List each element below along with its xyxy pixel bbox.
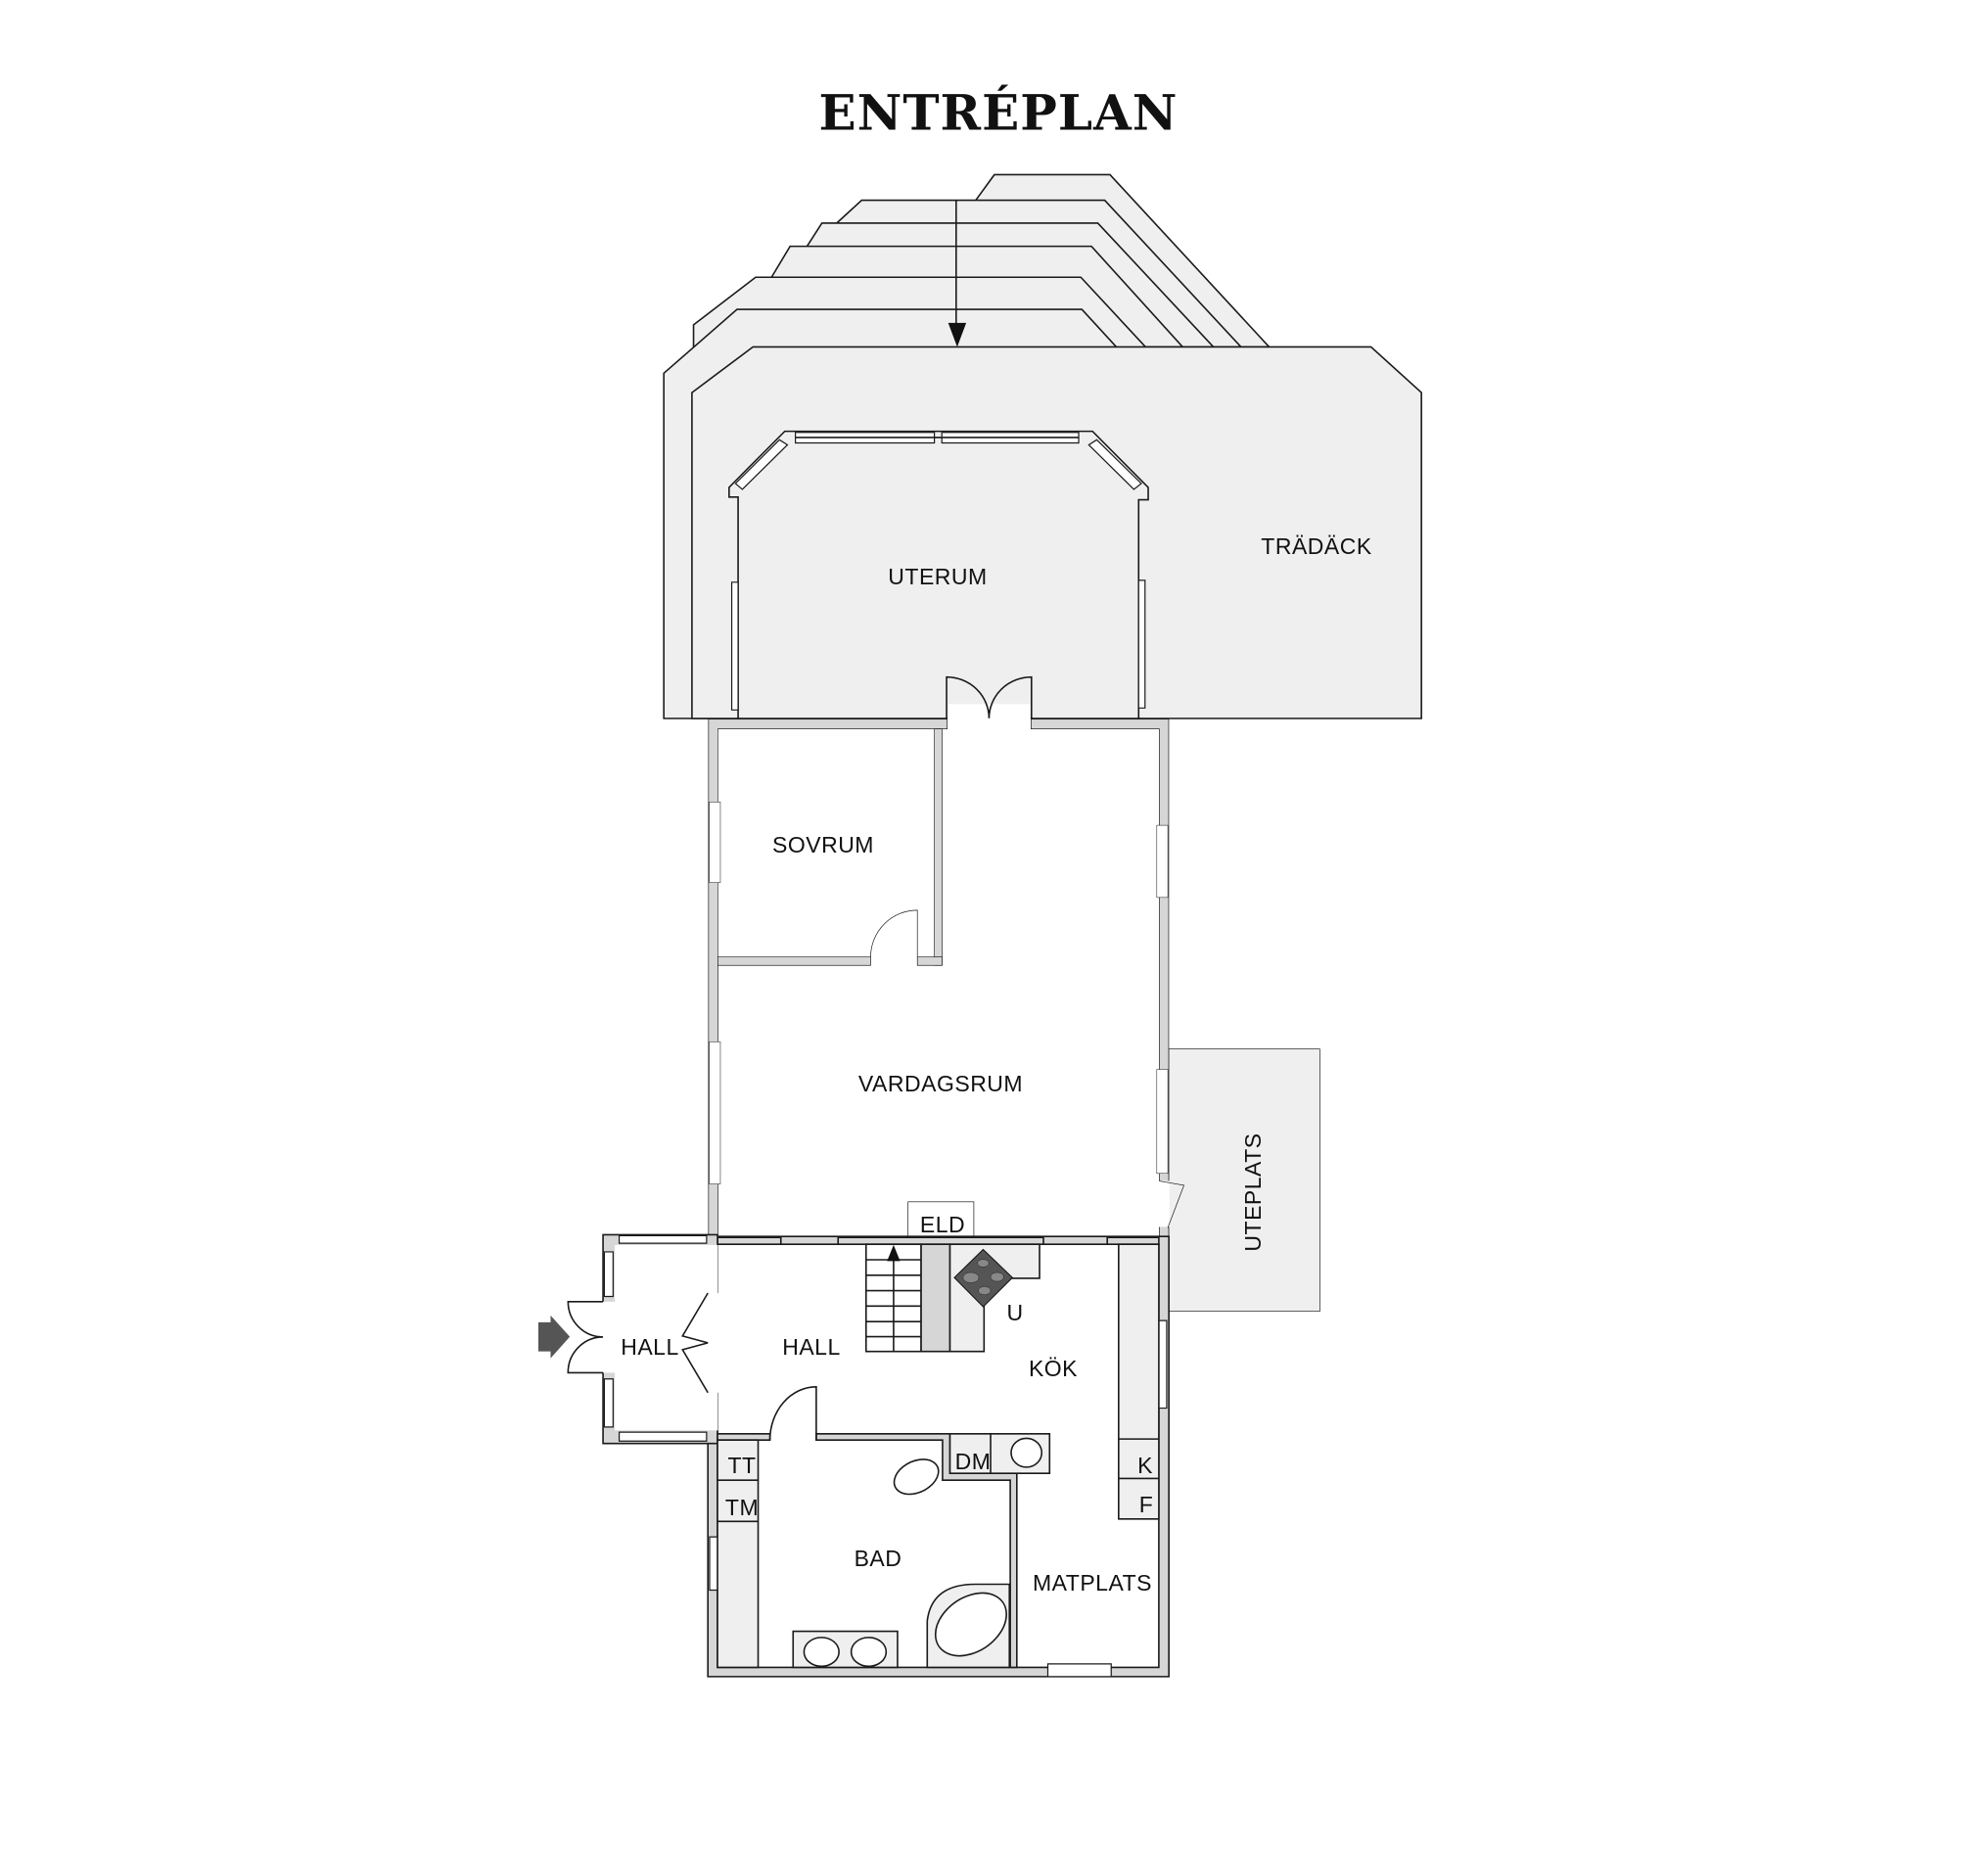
label-dm: DM — [955, 1449, 992, 1474]
bathroom-door[interactable] — [770, 1387, 816, 1440]
kitchen-sink-icon — [1011, 1438, 1041, 1466]
page-title: ENTRÉPLAN — [819, 84, 1179, 142]
wall — [916, 956, 943, 966]
fireplace-eld — [907, 1201, 975, 1238]
sovrum-door[interactable] — [870, 909, 918, 957]
window — [1138, 580, 1145, 708]
sink-icon — [804, 1638, 839, 1666]
window — [709, 1041, 721, 1184]
window — [1048, 1664, 1112, 1677]
front-door[interactable] — [568, 1302, 603, 1373]
room-label-vardagsrum: VARDAGSRUM — [858, 1071, 1023, 1096]
window — [1156, 824, 1169, 899]
room-label-uterum: UTERUM — [888, 564, 987, 589]
room-label-sovrum: SOVRUM — [772, 832, 874, 857]
sink-icon — [852, 1638, 887, 1666]
deck-area — [664, 174, 1421, 720]
room-label-bad: BAD — [855, 1546, 902, 1571]
wall — [934, 728, 943, 966]
label-f: F — [1139, 1492, 1154, 1517]
window — [604, 1379, 613, 1427]
uterum-room — [729, 432, 1148, 718]
uteplats-door[interactable] — [1159, 1180, 1185, 1228]
window — [620, 1432, 707, 1441]
toilet-icon — [886, 1453, 948, 1502]
room-label-hall: HALL — [782, 1334, 841, 1360]
window — [735, 439, 787, 489]
stove-icon — [954, 1249, 1012, 1307]
room-label-hall-entry: HALL — [621, 1334, 679, 1360]
room-label-uteplats: UTEPLATS — [1240, 1133, 1266, 1251]
hall-double-door[interactable] — [682, 1293, 708, 1393]
window — [709, 802, 721, 883]
label-tm: TM — [725, 1495, 759, 1520]
kitchen-side-counter — [1119, 1244, 1159, 1519]
stairs-up-arrow-icon — [887, 1244, 901, 1262]
window — [620, 1235, 707, 1243]
window — [732, 582, 739, 710]
label-k: K — [1137, 1453, 1153, 1478]
window — [1156, 1069, 1169, 1175]
window — [1088, 439, 1141, 489]
window — [604, 1252, 613, 1297]
room-label-kok: KÖK — [1029, 1356, 1078, 1381]
upper-house — [708, 717, 1320, 1313]
entrance-arrow-icon — [538, 1315, 571, 1359]
room-label-tradack: TRÄDÄCK — [1261, 533, 1372, 559]
uterum-double-door[interactable] — [947, 677, 1032, 718]
wall — [717, 956, 871, 966]
label-eld: ELD — [920, 1212, 965, 1237]
arrow-head-icon — [948, 322, 967, 347]
room-label-matplats: MATPLATS — [1033, 1570, 1152, 1596]
lower-house — [538, 1234, 1169, 1676]
closets — [717, 1440, 759, 1667]
label-u: U — [1006, 1300, 1023, 1325]
label-tt: TT — [727, 1453, 756, 1478]
